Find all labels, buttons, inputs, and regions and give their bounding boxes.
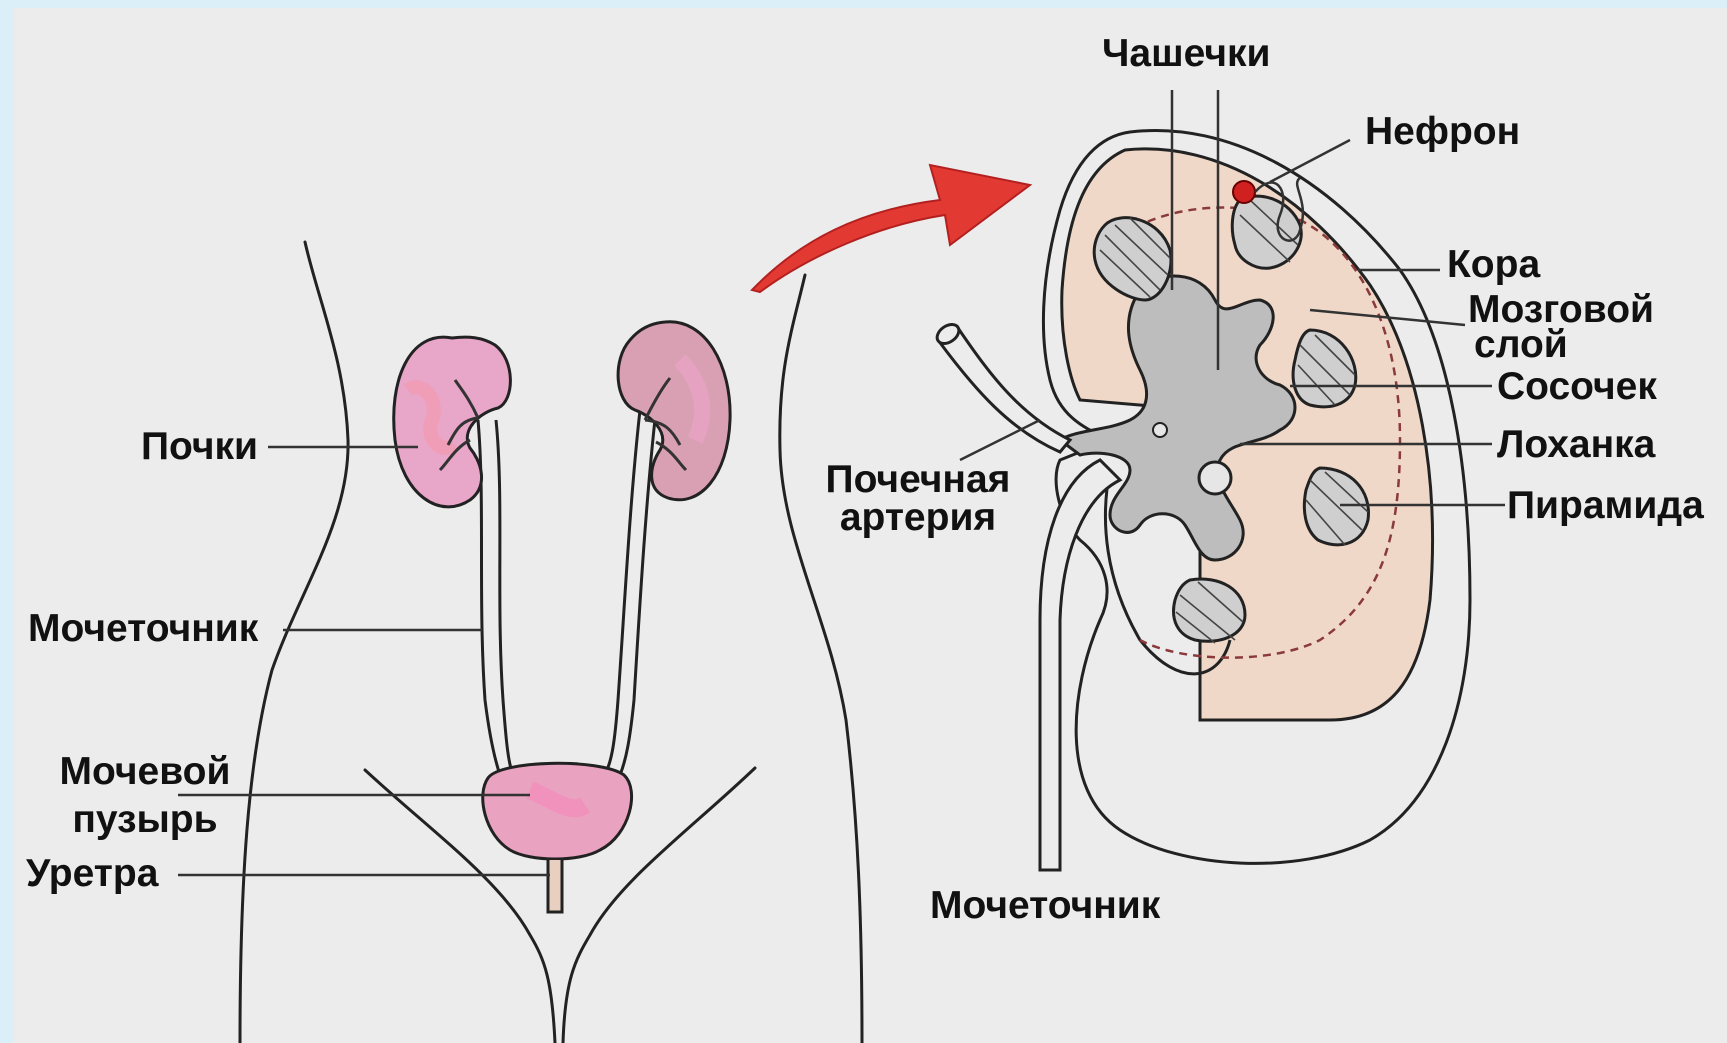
label-bladder-line1: Мочевой (40, 752, 250, 792)
label-pelvis: Лоханка (1497, 425, 1655, 465)
ureters-left-figure (478, 410, 656, 775)
label-urethra: Уретра (26, 854, 158, 894)
label-ureter-left: Мочеточник (28, 609, 258, 649)
label-bladder-line2: пузырь (40, 800, 250, 840)
label-calyces: Чашечки (1102, 34, 1270, 74)
label-artery-line1: Почечная (808, 460, 1028, 500)
label-papilla: Сосочек (1497, 367, 1657, 407)
body-outline (240, 242, 862, 1043)
label-ureter-right: Мочеточник (930, 886, 1160, 926)
label-artery-line2: артерия (808, 498, 1028, 538)
zoom-arrow (752, 165, 1030, 292)
label-kidneys: Почки (110, 427, 258, 467)
label-cortex: Кора (1447, 245, 1540, 285)
bladder (483, 763, 632, 912)
left-kidney (394, 337, 511, 507)
label-nephron: Нефрон (1365, 112, 1520, 152)
label-pyramid: Пирамида (1507, 486, 1704, 526)
label-medulla-line2: слой (1474, 325, 1568, 365)
